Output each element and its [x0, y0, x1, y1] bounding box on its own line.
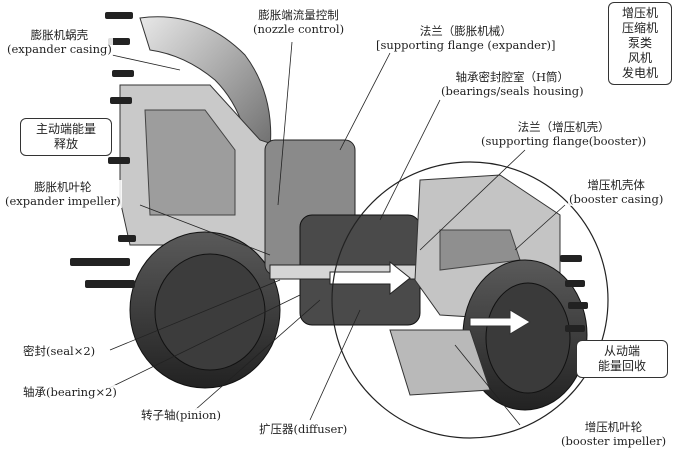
booster-flow-arrow	[469, 309, 531, 335]
label-seal: 密封(seal×2)	[22, 344, 97, 358]
label-booster-impeller: 增压机叶轮 (booster impeller)	[560, 420, 668, 448]
box-applications-line-3: 泵类	[627, 36, 652, 50]
booster-inset-circle	[331, 161, 609, 439]
label-supporting-flange-expander: 法兰（膨胀机械） [supporting flange (expander)]	[375, 24, 557, 52]
label-bearings-housing-cn: 轴承密封腔室（H筒）	[455, 70, 570, 84]
box-applications-line-5: 发电机	[621, 66, 658, 80]
box-driven-energy-recovery: 从动端 能量回收	[576, 340, 668, 378]
label-expander-impeller-cn: 膨胀机叶轮	[34, 180, 92, 194]
box-applications-line-1: 增压机	[621, 6, 658, 20]
label-expander-casing-en: (expander casing)	[7, 42, 112, 56]
label-pinion: 转子轴(pinion)	[140, 408, 222, 422]
box-active-energy-release-line-2: 释放	[53, 137, 78, 151]
label-booster-casing: 增压机壳体 (booster casing)	[568, 178, 665, 206]
flow-arrow-inner	[329, 260, 411, 296]
label-seal-text: 密封(seal×2)	[23, 344, 96, 358]
label-supporting-flange-expander-cn: 法兰（膨胀机械）	[419, 24, 512, 38]
box-applications-line-4: 风机	[627, 51, 652, 65]
label-booster-impeller-cn: 增压机叶轮	[584, 420, 643, 434]
label-pinion-text: 转子轴(pinion)	[141, 408, 221, 422]
label-diffuser-text: 扩压器(diffuser)	[259, 422, 348, 436]
left-bolts	[70, 12, 136, 288]
label-supporting-flange-booster-en: (supporting flange(booster))	[481, 134, 647, 148]
label-booster-casing-en: (booster casing)	[569, 192, 664, 206]
label-bearing: 轴承(bearing×2)	[22, 385, 118, 399]
label-booster-impeller-en: (booster impeller)	[561, 434, 667, 448]
label-booster-casing-cn: 增压机壳体	[587, 178, 645, 192]
expander-inner-cavity	[144, 109, 236, 216]
label-diffuser: 扩压器(diffuser)	[258, 422, 349, 436]
label-nozzle-control-en: (nozzle control)	[253, 22, 345, 36]
box-active-energy-release: 主动端能量 释放	[20, 118, 112, 156]
label-supporting-flange-booster-cn: 法兰（增压机壳）	[517, 120, 610, 134]
label-expander-impeller: 膨胀机叶轮 (expander impeller)	[4, 180, 122, 208]
label-expander-casing: 膨胀机蜗壳 (expander casing)	[6, 28, 113, 56]
label-supporting-flange-booster: 法兰（增压机壳） (supporting flange(booster))	[480, 120, 648, 148]
label-bearings-housing: 轴承密封腔室（H筒） (bearings/seals housing)	[440, 70, 585, 98]
box-active-energy-release-line-1: 主动端能量	[35, 122, 96, 136]
booster-bolts	[560, 255, 588, 332]
label-expander-impeller-en: (expander impeller)	[5, 194, 121, 208]
box-applications-line-2: 压缩机	[621, 21, 658, 35]
left-flange-face	[154, 253, 266, 371]
label-supporting-flange-expander-en: [supporting flange (expander)]	[376, 38, 556, 52]
label-bearing-text: 轴承(bearing×2)	[23, 385, 117, 399]
label-expander-casing-cn: 膨胀机蜗壳	[30, 28, 89, 42]
box-driven-energy-recovery-line-2: 能量回收	[597, 359, 646, 373]
label-bearings-housing-en: (bearings/seals housing)	[441, 84, 584, 98]
box-driven-energy-recovery-line-1: 从动端	[603, 344, 640, 358]
label-nozzle-control: 膨胀端流量控制 (nozzle control)	[252, 8, 346, 36]
booster-flange-face	[485, 282, 571, 394]
box-applications: 增压机 压缩机 泵类 风机 发电机	[608, 2, 672, 85]
label-nozzle-control-cn: 膨胀端流量控制	[258, 8, 339, 22]
booster-lower-body	[389, 329, 491, 396]
leader-lines	[104, 41, 566, 426]
